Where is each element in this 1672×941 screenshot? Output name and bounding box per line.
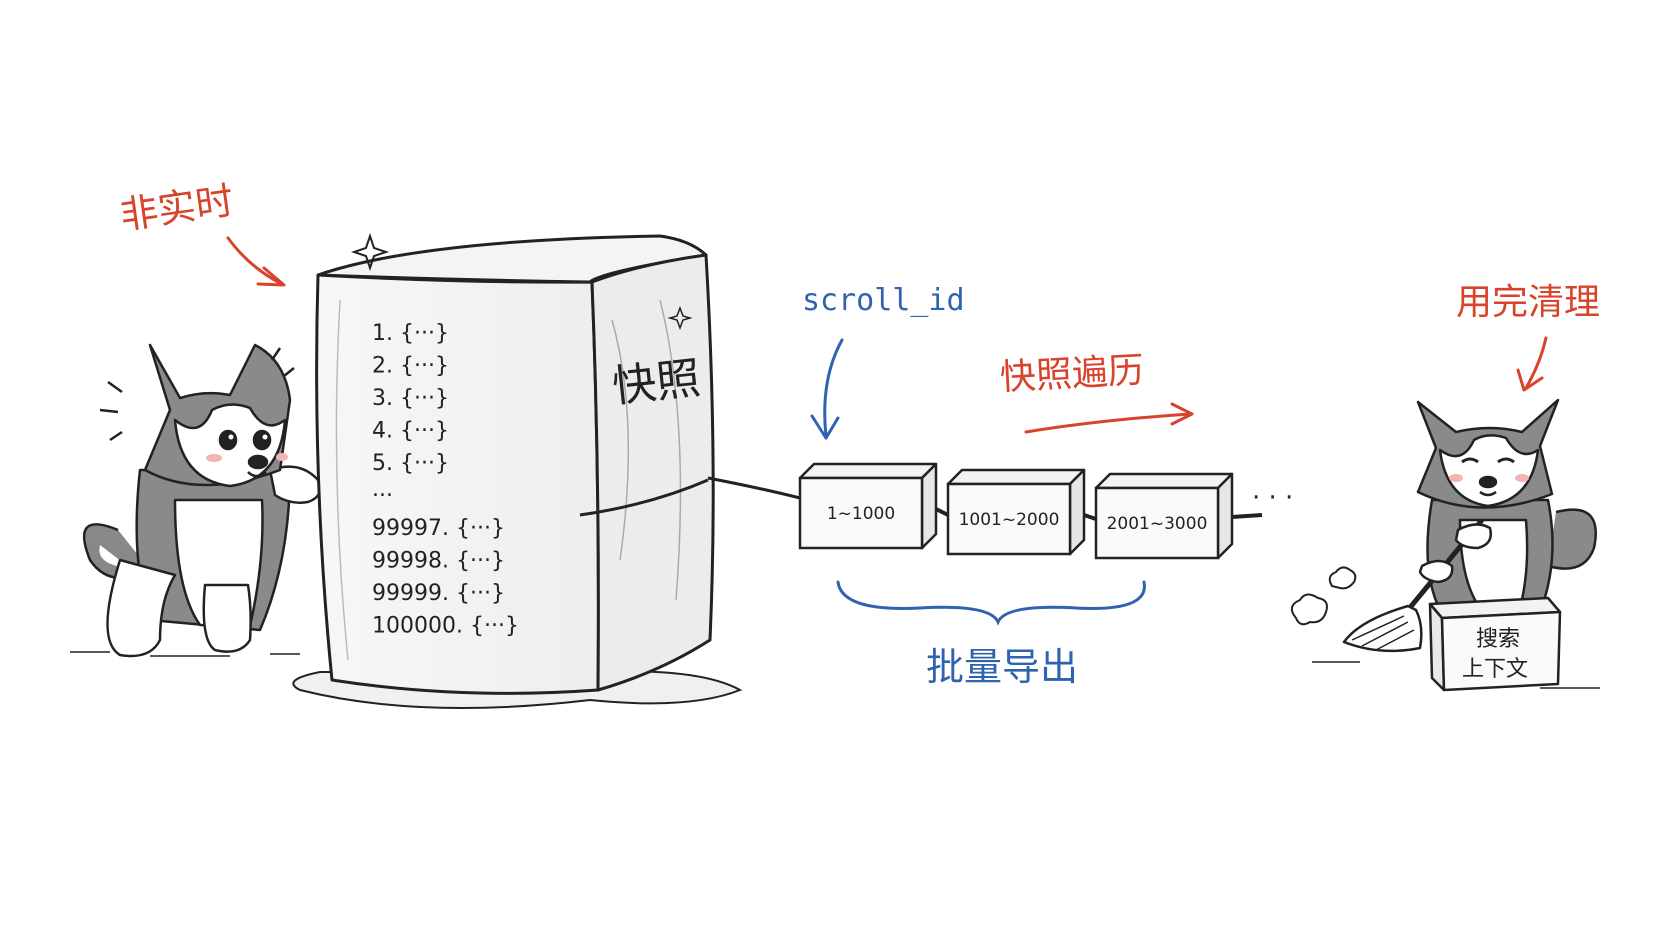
batch-label: 1001~2000 [959,510,1060,530]
traverse-arrow [1024,412,1192,434]
search-context-box [1428,596,1562,692]
snapshot-row: 2. {···} [372,354,449,379]
non-realtime-arrow [226,236,284,286]
cleanup-arrowhead [1516,368,1544,392]
snapshot-row: 99997. {···} [372,516,505,541]
snapshot-row: 99998. {···} [372,549,505,574]
rope-to-chain [707,476,801,500]
scroll-id-arrowhead [810,414,840,440]
snapshot-row: 1. {···} [372,321,449,346]
snapshot-row: ··· [372,484,393,509]
batch-label: 1~1000 [827,504,895,524]
batch-box: 1~1000 [798,462,938,550]
trailing-dots: · · · [1252,483,1293,513]
rope-around-block [579,478,709,517]
batch-box: 1001~2000 [946,468,1086,556]
batch-link [1083,513,1097,521]
batch-label: 2001~3000 [1107,514,1208,534]
husky-pushing [82,343,322,658]
snapshot-row: 4. {···} [372,419,449,444]
snapshot-label: 快照 [610,353,703,413]
non-realtime-arrowhead [256,266,286,287]
non-realtime-label: 非实时 [117,178,236,237]
scroll-id-arrow [823,338,844,438]
snapshot-row: 99999. {···} [372,581,505,606]
batch-brace [836,580,1146,626]
context-box-line1: 搜索 [1476,627,1520,652]
ground-line-left [70,651,300,657]
traverse-arrowhead [1170,402,1194,426]
cleanup-label: 用完清理 [1456,282,1600,323]
snapshot-traverse-label: 快照遍历 [999,350,1145,398]
batch-box: 2001~3000 [1094,472,1234,560]
ground-line-right [1312,661,1600,689]
batch-chain: 1~1000 1001~2000 2001~3000 [798,462,1263,560]
snapshot-ice-block [292,232,743,709]
context-box-line2: 上下文 [1462,657,1528,682]
batch-export-label: 批量导出 [926,645,1078,689]
snapshot-row: 3. {···} [372,386,449,411]
snapshot-row: 5. {···} [372,451,449,476]
snapshot-row: 100000. {···} [372,614,519,639]
snapshot-rows: 1. {···} 2. {···} 3. {···} 4. {···} 5. {···}… [372,321,519,639]
cleanup-arrow [1524,336,1548,390]
batch-link [935,507,949,517]
scroll-id-label: scroll_id [802,283,965,318]
husky-sweeping [1290,398,1597,653]
batch-link-tail [1231,513,1263,519]
